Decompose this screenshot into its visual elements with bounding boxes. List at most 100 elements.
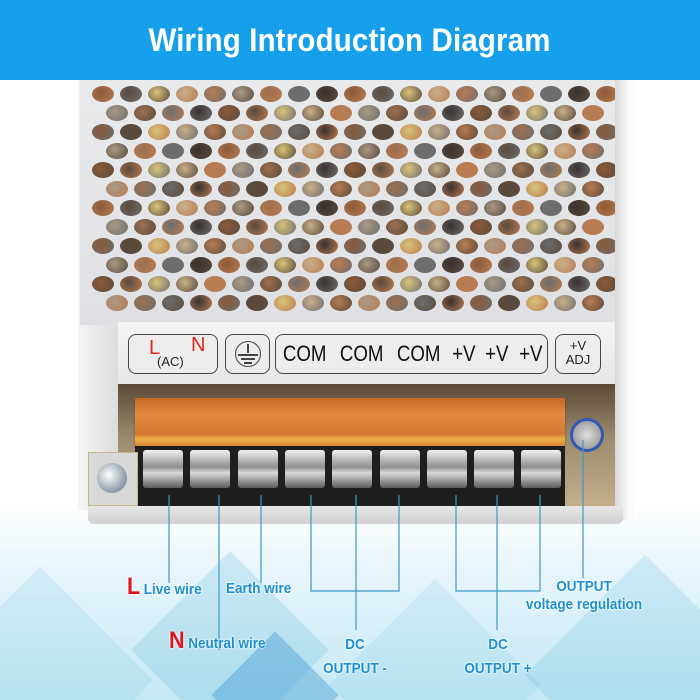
ac-input-label: L N (AC) <box>128 334 218 374</box>
dc-minus-line2: OUTPUT - <box>323 660 387 677</box>
vent-hole <box>442 219 464 235</box>
vent-hole <box>344 124 366 140</box>
vent-hole <box>148 200 170 216</box>
vent-hole <box>218 105 240 121</box>
vent-hole <box>400 276 422 292</box>
vent-hole <box>190 295 212 311</box>
vent-hole <box>302 257 324 273</box>
terminal-block <box>135 446 565 508</box>
neutral-letter: N <box>169 627 185 654</box>
vent-hole <box>386 181 408 197</box>
vent-hole <box>106 219 128 235</box>
earth-wire-text: Earth wire <box>226 580 292 597</box>
vent-hole <box>190 143 212 159</box>
earth-label <box>225 334 270 374</box>
vent-hole <box>344 276 366 292</box>
vent-hole <box>582 219 604 235</box>
vent-hole <box>232 200 254 216</box>
vent-hole <box>330 181 352 197</box>
vent-hole <box>232 276 254 292</box>
vent-hole <box>148 86 170 102</box>
vent-hole <box>372 86 394 102</box>
vent-hole <box>218 295 240 311</box>
com-label: COM <box>339 341 384 366</box>
terminal-screw <box>380 450 420 488</box>
adj-callout-line1: OUTPUT <box>556 578 612 595</box>
vent-hole <box>484 162 506 178</box>
terminal-cover <box>135 398 565 446</box>
vent-hole <box>92 238 114 254</box>
vent-hole <box>232 124 254 140</box>
vent-hole <box>582 105 604 121</box>
vent-hole <box>456 238 478 254</box>
vent-hole <box>232 86 254 102</box>
vent-hole <box>162 181 184 197</box>
vent-hole <box>330 219 352 235</box>
vent-hole <box>190 181 212 197</box>
vent-hole <box>218 257 240 273</box>
vent-hole <box>400 162 422 178</box>
vent-hole <box>596 162 618 178</box>
vent-hole <box>358 257 380 273</box>
vent-hole <box>260 162 282 178</box>
vent-hole <box>358 295 380 311</box>
vent-hole <box>274 181 296 197</box>
vent-hole <box>596 276 618 292</box>
vent-hole <box>274 143 296 159</box>
dc-minus-line1: DC <box>345 636 365 653</box>
vent-hole <box>428 124 450 140</box>
vent-hole <box>512 238 534 254</box>
plus-v-label: +V <box>452 341 476 366</box>
vent-hole <box>582 295 604 311</box>
vent-hole <box>484 86 506 102</box>
terminal-screw <box>143 450 183 488</box>
vent-hole <box>470 105 492 121</box>
vent-hole <box>274 105 296 121</box>
vent-hole <box>316 86 338 102</box>
vent-hole <box>260 276 282 292</box>
vent-hole <box>260 124 282 140</box>
vent-hole <box>190 257 212 273</box>
vent-hole <box>498 219 520 235</box>
vent-hole <box>470 219 492 235</box>
dc-output-minus-callout: DC OUTPUT - <box>306 633 405 681</box>
vent-hole <box>344 200 366 216</box>
vent-hole <box>554 295 576 311</box>
vent-hole <box>92 200 114 216</box>
vent-hole <box>316 238 338 254</box>
vent-hole <box>442 143 464 159</box>
earth-wire-callout: Earth wire <box>226 580 291 597</box>
live-letter: L <box>127 573 141 600</box>
vent-hole <box>232 238 254 254</box>
vent-hole <box>302 105 324 121</box>
vent-hole <box>554 181 576 197</box>
vent-hole <box>582 257 604 273</box>
vent-hole <box>428 86 450 102</box>
neutral-wire-text: Neutral wire <box>188 635 266 652</box>
vent-hole <box>498 143 520 159</box>
vent-hole <box>414 143 436 159</box>
vent-hole <box>526 219 548 235</box>
vent-hole <box>484 238 506 254</box>
vent-hole <box>414 105 436 121</box>
vent-hole <box>148 276 170 292</box>
vent-hole <box>218 143 240 159</box>
vent-hole <box>218 181 240 197</box>
vent-hole <box>134 295 156 311</box>
vent-hole <box>386 257 408 273</box>
vent-hole <box>92 86 114 102</box>
vent-hole <box>568 238 590 254</box>
vent-hole <box>106 181 128 197</box>
terminal-label-strip: L N (AC) COM COM COM +V +V +V +V ADJ <box>118 322 615 385</box>
vent-hole <box>400 238 422 254</box>
vent-hole <box>134 219 156 235</box>
vent-hole <box>106 143 128 159</box>
vent-hole <box>540 276 562 292</box>
vent-hole <box>568 86 590 102</box>
dc-output-labels: COM COM COM +V +V +V <box>275 334 548 374</box>
vent-hole <box>358 143 380 159</box>
vent-hole <box>302 143 324 159</box>
vent-hole <box>302 181 324 197</box>
vent-hole <box>526 257 548 273</box>
